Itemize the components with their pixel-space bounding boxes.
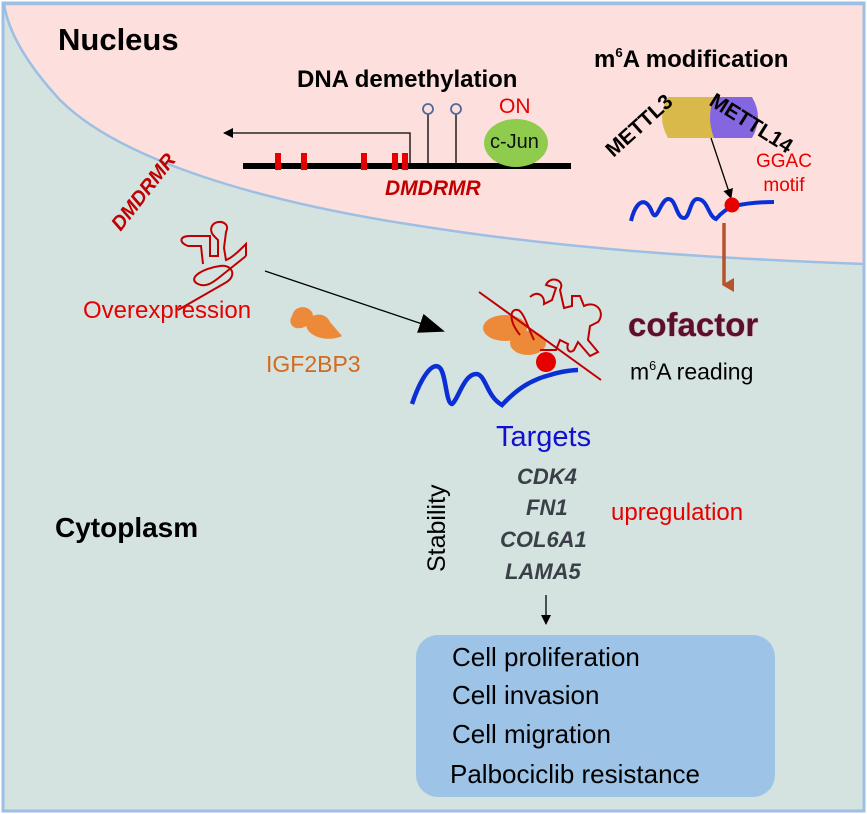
cjun-protein <box>484 119 548 167</box>
outcome-item: Cell migration <box>452 719 611 749</box>
mettl14-protein <box>710 97 758 138</box>
mettl3-protein <box>662 97 714 138</box>
igf2bp3-label: IGF2BP3 <box>266 351 361 377</box>
cjun-label: c-Jun <box>490 131 539 153</box>
m6a-reading-label: m6A reading <box>630 360 753 383</box>
cofactor-label: cofactor <box>628 306 759 343</box>
m6a-modification-label: m6A modification <box>594 46 788 72</box>
cytoplasm-label: Cytoplasm <box>55 512 199 543</box>
overexpression-label: Overexpression <box>83 297 252 324</box>
motif-line-2: motif <box>763 174 805 196</box>
outcomes-box: Cell proliferation Cell invasion Cell mi… <box>416 635 775 797</box>
upregulation-label: upregulation <box>611 499 744 526</box>
on-label: ON <box>499 95 531 118</box>
lncrna-structure-bound <box>478 278 602 381</box>
gene-locus-label: DMDRMR <box>385 177 481 200</box>
target-mrna <box>409 364 579 408</box>
igf2bp3-protein-bound <box>483 315 546 355</box>
stability-label: Stability <box>423 484 451 572</box>
lncrna-structure-free <box>177 221 247 311</box>
m6a-suffix: A modification <box>622 45 789 73</box>
outcome-item: Cell invasion <box>452 680 600 710</box>
m6a-superscript: 6 <box>615 45 623 60</box>
transcription-arrow <box>223 128 411 166</box>
target-gene: LAMA5 <box>505 559 581 584</box>
target-gene: CDK4 <box>517 464 577 489</box>
targets-title: Targets <box>496 421 592 453</box>
unmethylated-cpg-lollipops <box>422 103 462 164</box>
m6a-site-nuclear <box>724 197 740 213</box>
cpg-sites <box>275 153 408 170</box>
dna-demethylation-label: DNA demethylation <box>297 66 518 93</box>
m6a-reading-suffix: A reading <box>656 358 754 385</box>
target-gene: COL6A1 <box>500 527 587 552</box>
m6a-site-cytoplasm <box>536 352 556 372</box>
outcome-item: Palbociclib resistance <box>450 759 701 789</box>
target-gene: FN1 <box>526 495 568 520</box>
nucleus-label: Nucleus <box>58 22 179 57</box>
methylation-arrow <box>710 137 733 199</box>
outcome-item: Cell proliferation <box>452 642 640 672</box>
m6a-reading-prefix: m <box>630 358 650 385</box>
igf2bp3-protein-free <box>290 307 342 339</box>
overexpression-arrow <box>264 270 445 333</box>
m6a-reading-superscript: 6 <box>649 359 657 373</box>
motif-line-1: GGAC <box>756 151 812 172</box>
m6a-prefix: m <box>594 45 616 73</box>
nucleus-region <box>2 2 866 266</box>
